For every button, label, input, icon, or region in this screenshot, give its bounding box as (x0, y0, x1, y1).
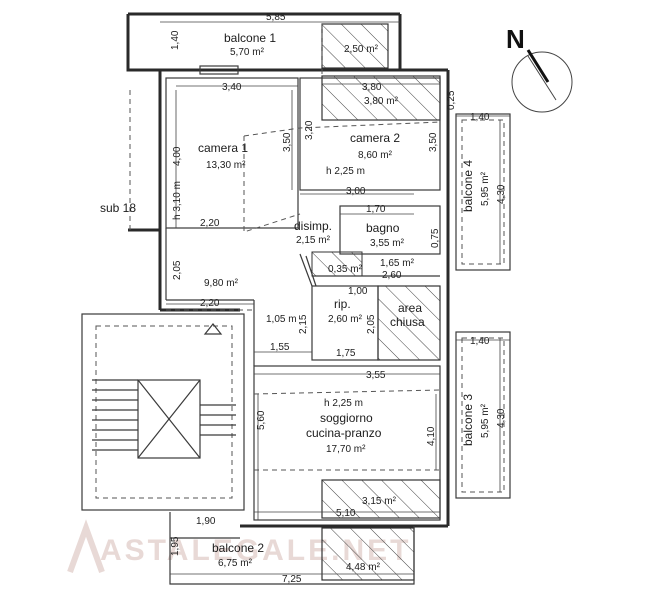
stair-core (81, 313, 245, 511)
small-area: 0,35 m² (328, 264, 363, 275)
balcone1-name: balcone 1 (224, 31, 276, 45)
small2-area: 1,65 m² (380, 258, 415, 269)
bagno-name: bagno (366, 221, 400, 235)
dim-310: h 3,10 m (172, 181, 183, 220)
rip-name: rip. (334, 297, 351, 311)
loggia-top-area: 3,80 m² (364, 96, 399, 107)
camera2-area: 8,60 m² (358, 150, 393, 161)
loggia-bottom-area: 3,15 m² (362, 496, 397, 507)
balcone4-name: balcone 4 (461, 160, 475, 212)
dim-300: 3,00 (346, 186, 366, 197)
disimp-area: 2,15 m² (296, 235, 331, 246)
balcone3-name: balcone 3 (461, 394, 475, 446)
dim-350b: 3,50 (428, 132, 439, 152)
camera1-name: camera 1 (198, 141, 248, 155)
balcone2-area: 6,75 m² (218, 558, 253, 569)
soggiorno-height: h 2,25 m (324, 398, 363, 409)
dimension-lines (160, 21, 510, 575)
projection-lines (129, 24, 441, 471)
dim-410: 4,10 (426, 426, 437, 446)
dim-355: 3,55 (366, 370, 386, 381)
dim-195: 1,95 (170, 536, 181, 556)
outer-walls (126, 12, 450, 528)
dim-025: 0,25 (446, 90, 457, 110)
dim-170: 1,70 (366, 204, 386, 215)
balcone1-area: 5,70 m² (230, 47, 265, 58)
loggia-top-right-hatch (321, 23, 389, 69)
area-chiusa-name-1: area (398, 301, 422, 315)
balcone2-ext-hatch (321, 527, 415, 581)
balcone3-area: 5,95 m² (480, 403, 491, 438)
dim-380: 3,80 (362, 82, 382, 93)
dim-140c: 1,40 (470, 336, 490, 347)
dim-140b: 1,40 (470, 112, 490, 123)
rip-area: 2,60 m² (328, 314, 363, 325)
soggiorno-name-2: cucina-pranzo (306, 426, 382, 440)
dim-140a: 1,40 (170, 30, 181, 50)
soggiorno-name-1: soggiorno (320, 411, 373, 425)
soggiorno-area: 17,70 m² (326, 444, 366, 455)
compass-rose (511, 49, 573, 113)
sub-label: sub 18 (100, 201, 136, 215)
dim-155: 1,55 (270, 342, 290, 353)
dim-220b: 2,20 (200, 298, 220, 309)
dim-725: 7,25 (282, 574, 302, 585)
camera1-area: 13,30 m² (206, 160, 246, 171)
dim-260: 2,60 (382, 270, 402, 281)
dim-205b: 2,05 (366, 314, 377, 334)
dim-190: 1,90 (196, 516, 216, 527)
camera2-name: camera 2 (350, 131, 400, 145)
dim-220a: 2,20 (200, 218, 220, 229)
compass-north-label: N (506, 24, 525, 54)
balcone4-area: 5,95 m² (480, 171, 491, 206)
corridor-area: 9,80 m² (204, 278, 239, 289)
bagno-area: 3,55 m² (370, 238, 405, 249)
dim-585: 5,85 (266, 12, 286, 23)
dim-400: 4,00 (172, 146, 183, 166)
loggia-top-hatch (321, 75, 441, 121)
balcone2-ext-area: 4,48 m² (346, 562, 381, 573)
camera2-height: h 2,25 m (326, 166, 365, 177)
watermark-logo-icon (67, 519, 105, 574)
dim-175: 1,75 (336, 348, 356, 359)
dim-340: 3,40 (222, 82, 242, 93)
dim-430b: 4,30 (496, 408, 507, 428)
dim-205a: 2,05 (172, 260, 183, 280)
interior-walls (165, 65, 441, 521)
dim-320: 3,20 (304, 120, 315, 140)
dim-100: 1,00 (348, 286, 368, 297)
balcone2-name: balcone 2 (212, 541, 264, 555)
balcone1-ext-area: 2,50 m² (344, 44, 379, 55)
dim-105: 1,05 m (266, 314, 297, 325)
area-chiusa-hatch (377, 285, 441, 361)
dim-430a: 4,30 (496, 184, 507, 204)
right-balconies (455, 113, 511, 499)
dim-560: 5,60 (256, 410, 267, 430)
dim-510: 5,10 (336, 508, 356, 519)
dim-215: 2,15 (298, 314, 309, 334)
area-chiusa-name-2: chiusa (390, 315, 425, 329)
dim-075: 0,75 (430, 228, 441, 248)
balcone2-outline (169, 512, 415, 585)
dim-350a: 3,50 (282, 132, 293, 152)
disimp-name: disimp. (294, 219, 332, 233)
